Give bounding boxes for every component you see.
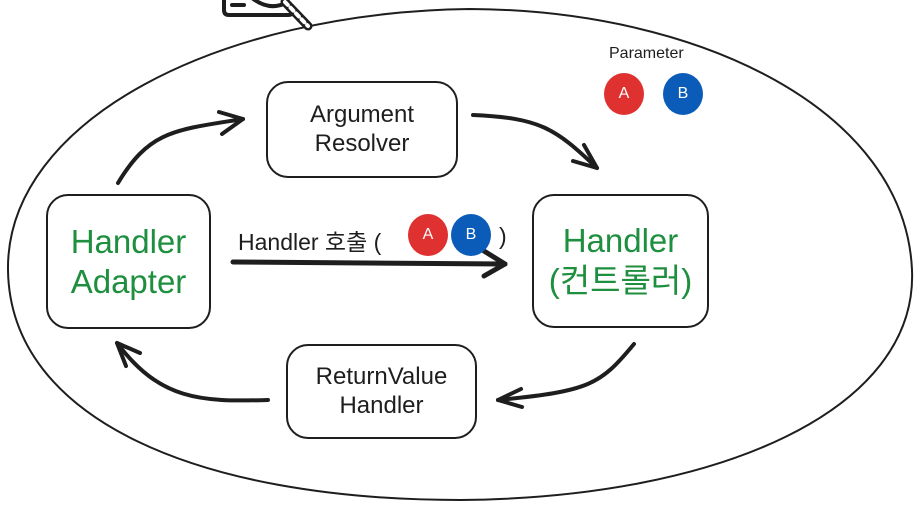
node-argument-resolver[interactable]: Argument Resolver bbox=[266, 81, 458, 178]
enclosing-ellipse bbox=[6, 7, 914, 502]
legend-param-a: A bbox=[604, 73, 644, 115]
node-handler-line2: (컨트롤러) bbox=[548, 262, 693, 299]
arrow-handler-to-returnvalue bbox=[496, 342, 636, 409]
arrow-resolver-to-handler bbox=[471, 113, 599, 170]
node-returnvalue-handler-line1: ReturnValue bbox=[315, 362, 448, 390]
arrow-adapter-to-handler bbox=[230, 248, 508, 279]
legend-param-b: B bbox=[663, 73, 703, 115]
node-argument-resolver-line1: Argument bbox=[309, 100, 415, 128]
legend-title: Parameter bbox=[609, 45, 684, 62]
node-handler-adapter-line1: Handler bbox=[70, 222, 187, 260]
node-handler[interactable]: Handler (컨트롤러) bbox=[532, 194, 709, 328]
call-edge-param-a: A bbox=[408, 214, 448, 256]
node-argument-resolver-line2: Resolver bbox=[314, 129, 410, 157]
node-returnvalue-handler-line2: Handler bbox=[339, 391, 424, 419]
arrow-adapter-to-resolver bbox=[116, 110, 245, 185]
call-edge-param-b: B bbox=[451, 214, 491, 256]
node-handler-adapter[interactable]: Handler Adapter bbox=[46, 194, 211, 329]
arrow-returnvalue-to-adapter bbox=[115, 341, 270, 403]
call-edge-label: Handler 호출 ( bbox=[238, 229, 382, 255]
node-handler-line1: Handler bbox=[562, 222, 679, 260]
magnifier-icon bbox=[222, 0, 313, 31]
node-returnvalue-handler[interactable]: ReturnValue Handler bbox=[286, 344, 477, 439]
node-handler-adapter-line2: Adapter bbox=[70, 262, 187, 300]
call-edge-label-close: ) bbox=[499, 223, 507, 249]
